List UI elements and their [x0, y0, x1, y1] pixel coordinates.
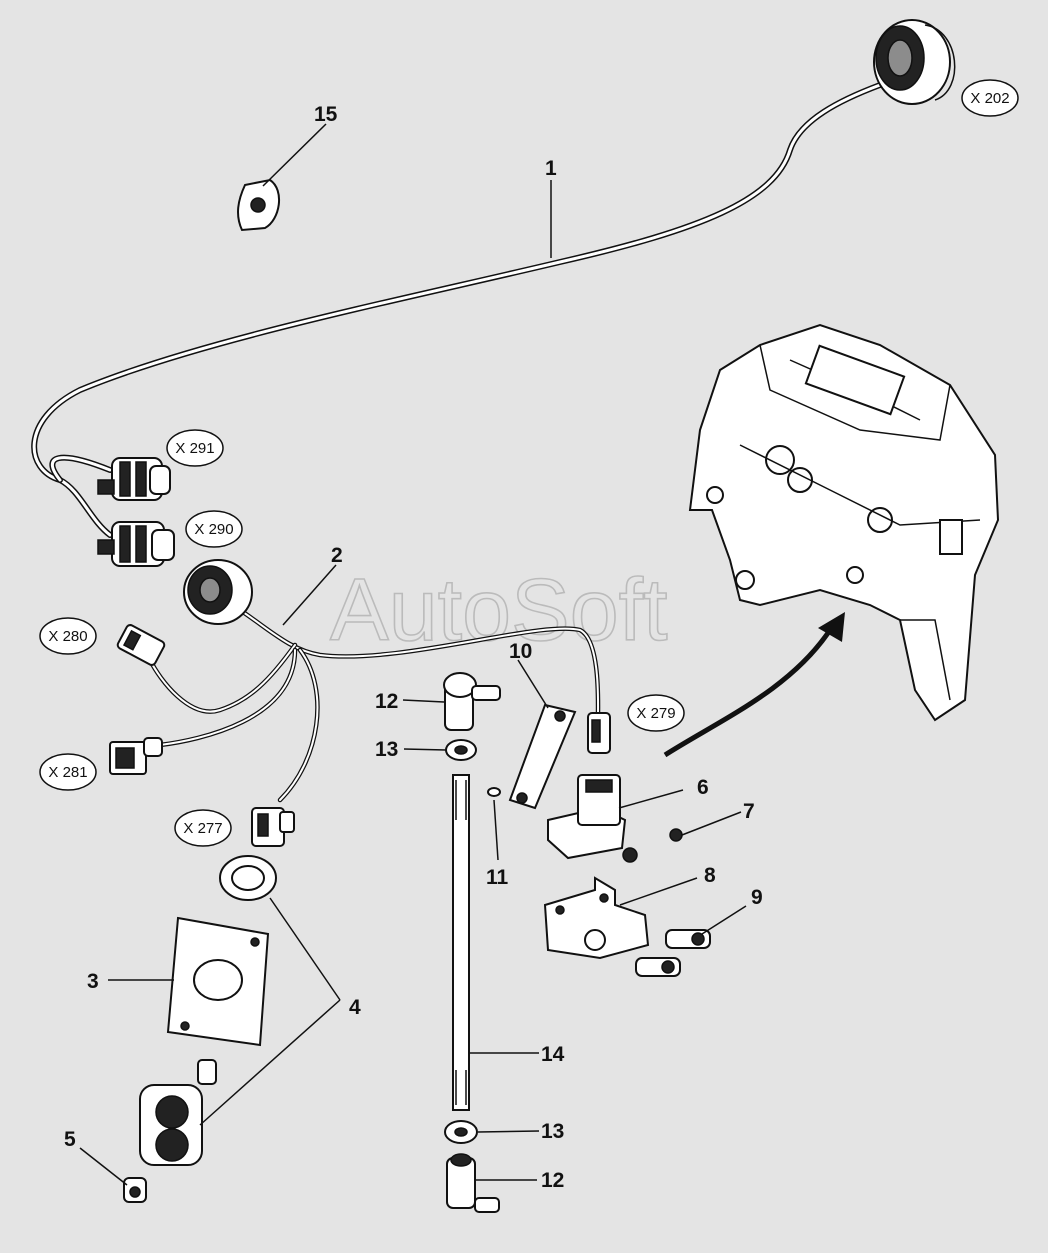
- switch-body: [139, 1084, 203, 1166]
- part-number-11: 11: [486, 866, 509, 889]
- nut-top: [445, 739, 477, 761]
- connector-x291: [97, 457, 171, 501]
- callout-x281-text: X 281: [48, 764, 87, 781]
- callout-x279-text: X 279: [636, 705, 675, 722]
- transmission-housing: [688, 323, 1000, 722]
- connector-x202: [873, 19, 956, 105]
- callout-x202: X 202: [961, 79, 1019, 117]
- ball-joint-bottom: [446, 1153, 500, 1213]
- callout-x281: X 281: [39, 753, 97, 791]
- round-connector: [183, 559, 253, 625]
- callout-x290-text: X 290: [194, 521, 233, 538]
- screw-9-bottom: [635, 957, 681, 977]
- washer: [487, 787, 501, 797]
- part-number-12-top: 12: [375, 690, 398, 713]
- part-number-7: 7: [743, 800, 755, 823]
- part-number-1: 1: [545, 157, 557, 180]
- callout-x290: X 290: [185, 510, 243, 548]
- part-number-labels: 1 2 3 4 5 6 7 8 9 10 11 12 13 14 13 12 1…: [64, 103, 763, 1192]
- harness-2: [147, 607, 601, 803]
- screw-switch: [197, 1059, 217, 1085]
- callout-x277-text: X 277: [183, 820, 222, 837]
- nut-bottom: [444, 1120, 478, 1144]
- part-number-15: 15: [314, 103, 338, 126]
- connector-callouts: X 202 X 291 X 290 X 280 X 281 X 277 X 27…: [39, 79, 1019, 847]
- threaded-rod: [452, 774, 470, 1111]
- part-number-12-bottom: 12: [541, 1169, 564, 1192]
- main-harness: [31, 82, 883, 538]
- callout-x202-text: X 202: [970, 90, 1009, 107]
- connector-x280: [116, 624, 166, 666]
- part-number-10: 10: [509, 640, 532, 663]
- part-number-9: 9: [751, 886, 763, 909]
- leader-lines: [79, 123, 747, 1186]
- callout-x291: X 291: [166, 429, 224, 467]
- ball-joint-top: [443, 672, 501, 731]
- screw-9-top: [665, 929, 711, 949]
- callout-x277: X 277: [174, 809, 232, 847]
- connector-x281: [109, 737, 163, 775]
- connector-x279: [587, 712, 611, 754]
- part-number-6: 6: [697, 776, 709, 799]
- callout-x280-text: X 280: [48, 628, 87, 645]
- part-number-8: 8: [704, 864, 716, 887]
- part-number-14: 14: [541, 1043, 565, 1066]
- watermark-text: AutoSoft: [330, 560, 668, 659]
- part-number-2: 2: [331, 544, 343, 567]
- part-number-13-top: 13: [375, 738, 398, 761]
- cable-clip: [237, 178, 281, 232]
- callout-x280: X 280: [39, 617, 97, 655]
- lever: [508, 703, 577, 810]
- sensor: [547, 774, 638, 863]
- callout-x291-text: X 291: [175, 440, 214, 457]
- pointer-arrow: [663, 612, 845, 758]
- connector-x290: [97, 521, 175, 567]
- bracket: [543, 876, 650, 960]
- screw-5: [123, 1177, 147, 1203]
- callout-x279: X 279: [627, 694, 685, 732]
- part-number-5: 5: [64, 1128, 76, 1151]
- ring-nut: [219, 855, 277, 901]
- part-number-3: 3: [87, 970, 99, 993]
- screw-7: [669, 828, 683, 842]
- cover-plate: [166, 916, 270, 1047]
- part-number-13-bottom: 13: [541, 1120, 564, 1143]
- part-number-4: 4: [349, 996, 361, 1019]
- connector-x277: [251, 807, 295, 847]
